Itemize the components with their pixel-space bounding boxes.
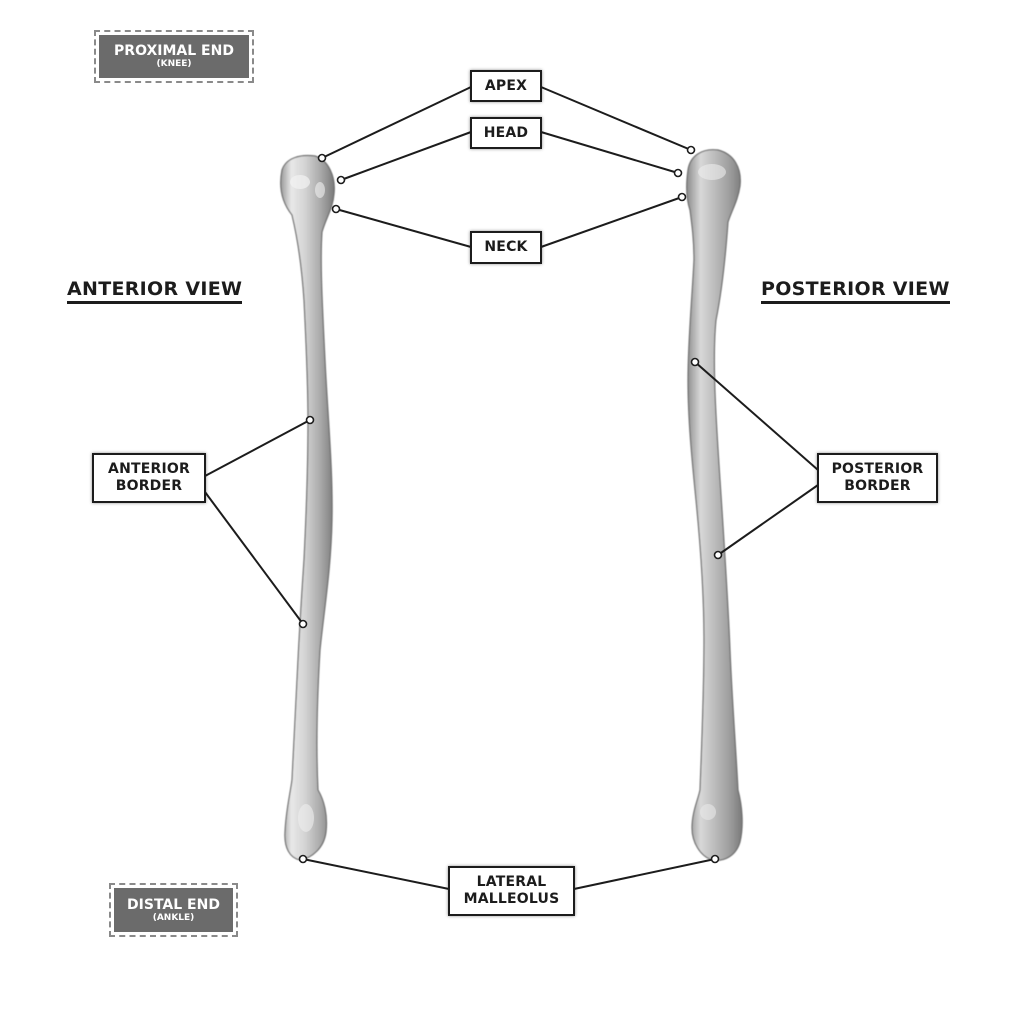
posterior-border-line2: BORDER bbox=[844, 478, 911, 494]
posterior-view-title: POSTERIOR VIEW bbox=[761, 278, 950, 304]
head-label: HEAD bbox=[470, 117, 542, 149]
apex-label: APEX bbox=[470, 70, 542, 102]
neck-label: NECK bbox=[470, 231, 542, 264]
distal-end-tag: DISTAL END (ANKLE) bbox=[109, 883, 238, 937]
proximal-end-tag: PROXIMAL END (KNEE) bbox=[94, 30, 254, 83]
posterior-border-label: POSTERIOR BORDER bbox=[817, 453, 938, 503]
posterior-border-line1: POSTERIOR bbox=[831, 461, 924, 477]
leader-lines bbox=[204, 86, 819, 890]
anterior-border-label: ANTERIOR BORDER bbox=[92, 453, 206, 503]
lateral-malleolus-label: LATERAL MALLEOLUS bbox=[448, 866, 575, 916]
anterior-fibula-bone bbox=[280, 154, 335, 861]
lateral-malleolus-line2: MALLEOLUS bbox=[463, 891, 560, 907]
anterior-border-line1: ANTERIOR bbox=[108, 461, 190, 477]
posterior-fibula-bone bbox=[686, 149, 743, 861]
distal-end-label: DISTAL END bbox=[127, 896, 220, 913]
proximal-end-sublabel: (KNEE) bbox=[156, 59, 192, 69]
head-label-text: HEAD bbox=[483, 124, 529, 141]
anterior-view-title: ANTERIOR VIEW bbox=[67, 278, 243, 304]
proximal-end-label: PROXIMAL END bbox=[114, 43, 234, 59]
distal-end-sublabel: (ANKLE) bbox=[152, 912, 195, 923]
apex-label-text: APEX bbox=[484, 77, 528, 94]
lateral-malleolus-line1: LATERAL bbox=[476, 874, 547, 890]
neck-label-text: NECK bbox=[484, 239, 528, 255]
leader-endpoints bbox=[298, 145, 723, 864]
anterior-border-line2: BORDER bbox=[115, 478, 183, 494]
